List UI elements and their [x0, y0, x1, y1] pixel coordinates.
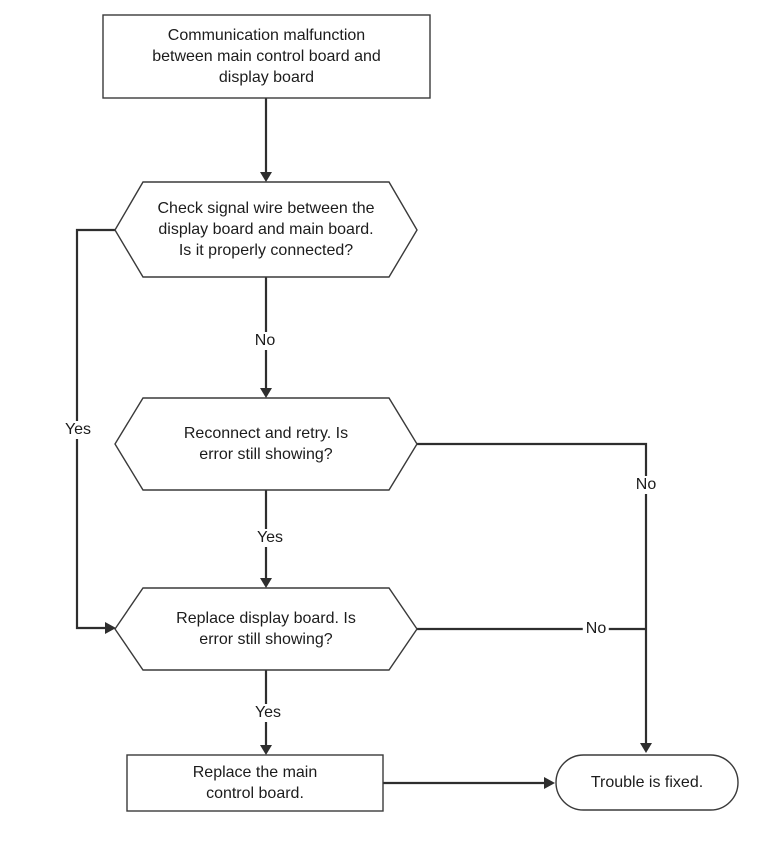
- node-replace-display-shape: [114, 587, 418, 671]
- arrowhead-into-fixed-top: [640, 743, 652, 753]
- edge-check-yes-left: [75, 228, 115, 630]
- node-start-shape: [102, 14, 431, 99]
- node-check-wire-shape: [114, 181, 418, 278]
- edge-reconnect-no-right: [417, 442, 648, 745]
- arrowhead-into-check: [260, 172, 272, 182]
- node-replace-main-shape: [126, 754, 384, 812]
- arrowhead-into-fixed-left: [544, 777, 555, 789]
- node-reconnect-shape: [114, 397, 418, 491]
- arrowhead-into-replace-display-left: [105, 622, 116, 634]
- arrowhead-into-replace-main: [260, 745, 272, 755]
- arrowhead-into-reconnect: [260, 388, 272, 398]
- node-fixed-shape: [555, 754, 739, 811]
- arrowhead-into-replace-display-top: [260, 578, 272, 588]
